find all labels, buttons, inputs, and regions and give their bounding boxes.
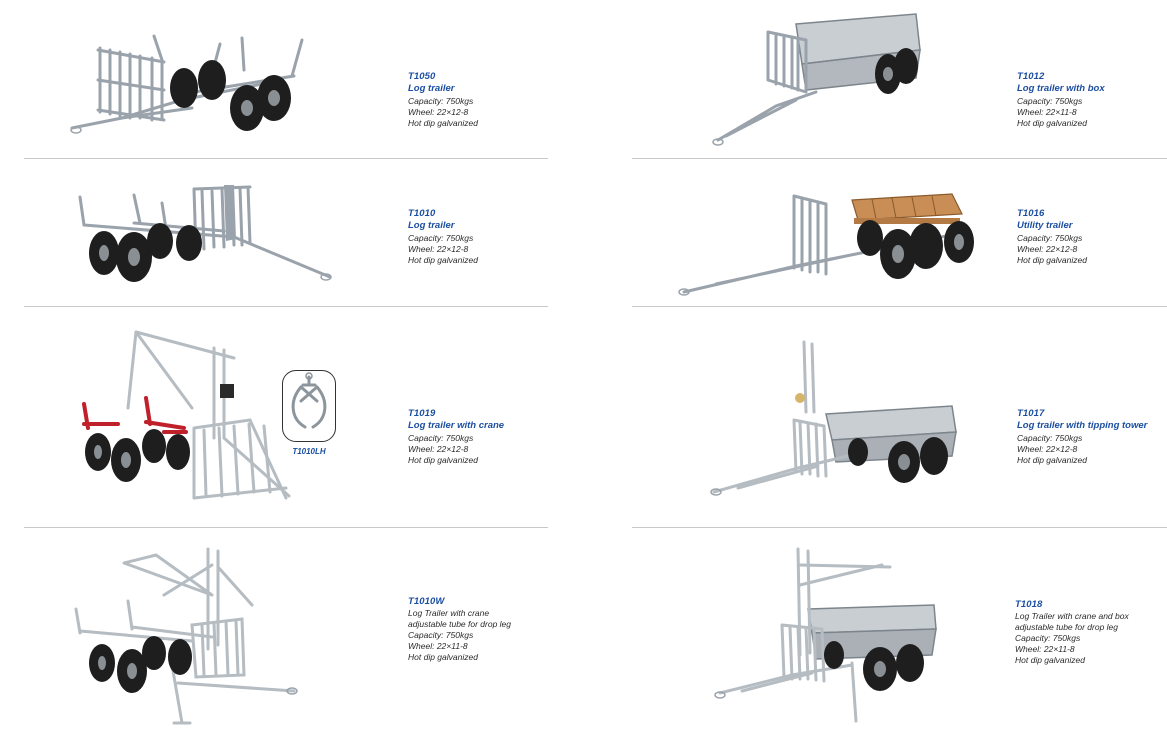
spec-line: Hot dip galvanized xyxy=(1017,455,1087,465)
t1050-trailer-image xyxy=(62,30,312,145)
spec-line: Capacity: 750kgs xyxy=(1017,233,1083,243)
product-code: T1012 xyxy=(1017,71,1045,82)
spec-line: Wheel: 22×11-8 xyxy=(1015,644,1075,654)
spec-line: Capacity: 750kgs xyxy=(408,233,474,243)
spec-line: Capacity: 750kgs xyxy=(1017,96,1083,106)
spec-line: Capacity: 750kgs xyxy=(408,630,474,640)
product-title: Log trailer with tipping tower xyxy=(1017,420,1148,431)
product-code: T1019 xyxy=(408,408,436,419)
spec-line: Hot dip galvanized xyxy=(408,455,478,465)
product-code: T1016 xyxy=(1017,208,1045,219)
t1012-spec: T1012 Log trailer with box Capacity: 750… xyxy=(1017,71,1167,129)
t1018-trailer-image xyxy=(712,545,944,727)
spec-line: Wheel: 22×12-8 xyxy=(408,444,469,454)
divider xyxy=(632,306,1167,307)
divider xyxy=(24,527,548,528)
spec-line: adjustable tube for drop leg xyxy=(408,619,512,629)
product-code: T1018 xyxy=(1015,599,1043,610)
t1050-spec: T1050 Log trailer Capacity: 750kgs Wheel… xyxy=(408,71,568,129)
t1019-trailer-image xyxy=(74,328,298,508)
spec-line: Capacity: 750kgs xyxy=(1015,633,1081,643)
product-title: Log trailer xyxy=(408,220,455,231)
t1012-trailer-image xyxy=(706,10,926,150)
t1010-spec: T1010 Log trailer Capacity: 750kgs Wheel… xyxy=(408,208,568,266)
product-title: Utility trailer xyxy=(1017,220,1073,231)
spec-line: Capacity: 750kgs xyxy=(408,433,474,443)
t1018-spec: T1018 Log Trailer with crane and box adj… xyxy=(1015,599,1167,666)
divider xyxy=(24,306,548,307)
spec-line: adjustable tube for drop leg xyxy=(1015,622,1119,632)
spec-line: Capacity: 750kgs xyxy=(1017,433,1083,443)
t1016-trailer-image xyxy=(676,184,982,299)
t1017-spec: T1017 Log trailer with tipping tower Cap… xyxy=(1017,408,1167,466)
product-title: Log trailer xyxy=(408,83,455,94)
t1017-trailer-image xyxy=(708,336,962,498)
spec-line: Capacity: 750kgs xyxy=(408,96,474,106)
t1010w-trailer-image xyxy=(72,545,302,727)
divider xyxy=(24,158,548,159)
spec-line: Log Trailer with crane xyxy=(408,608,490,618)
divider xyxy=(632,158,1167,159)
spec-line: Wheel: 22×11-8 xyxy=(1017,107,1077,117)
log-grapple-icon xyxy=(291,372,327,429)
spec-line: Hot dip galvanized xyxy=(1017,118,1087,128)
spec-line: Wheel: 22×12-8 xyxy=(1017,244,1078,254)
divider xyxy=(632,527,1167,528)
spec-line: Wheel: 22×11-8 xyxy=(408,641,468,651)
product-code: T1017 xyxy=(1017,408,1045,419)
spec-line: Hot dip galvanized xyxy=(1015,655,1085,665)
spec-line: Hot dip galvanized xyxy=(1017,255,1087,265)
product-title: Log trailer with crane xyxy=(408,420,505,431)
spec-line: Hot dip galvanized xyxy=(408,652,478,662)
log-grapple-box xyxy=(282,370,336,442)
t1010w-spec: T1010W Log Trailer with crane adjustable… xyxy=(408,596,568,663)
spec-line: Hot dip galvanized xyxy=(408,255,478,265)
spec-line: Log Trailer with crane and box xyxy=(1015,611,1129,621)
spec-line: Hot dip galvanized xyxy=(408,118,478,128)
t1010-trailer-image xyxy=(74,183,338,288)
spec-line: Wheel: 22×12-8 xyxy=(408,107,469,117)
product-title: Log trailer with box xyxy=(1017,83,1105,94)
t1016-spec: T1016 Utility trailer Capacity: 750kgs W… xyxy=(1017,208,1167,266)
spec-line: Wheel: 22×12-8 xyxy=(408,244,469,254)
accessory-code: T1010LH xyxy=(292,447,326,456)
product-code: T1010 xyxy=(408,208,436,219)
product-code: T1050 xyxy=(408,71,436,82)
t1019-spec: T1019 Log trailer with crane Capacity: 7… xyxy=(408,408,568,466)
spec-line: Wheel: 22×12-8 xyxy=(1017,444,1078,454)
product-code: T1010W xyxy=(408,596,445,607)
